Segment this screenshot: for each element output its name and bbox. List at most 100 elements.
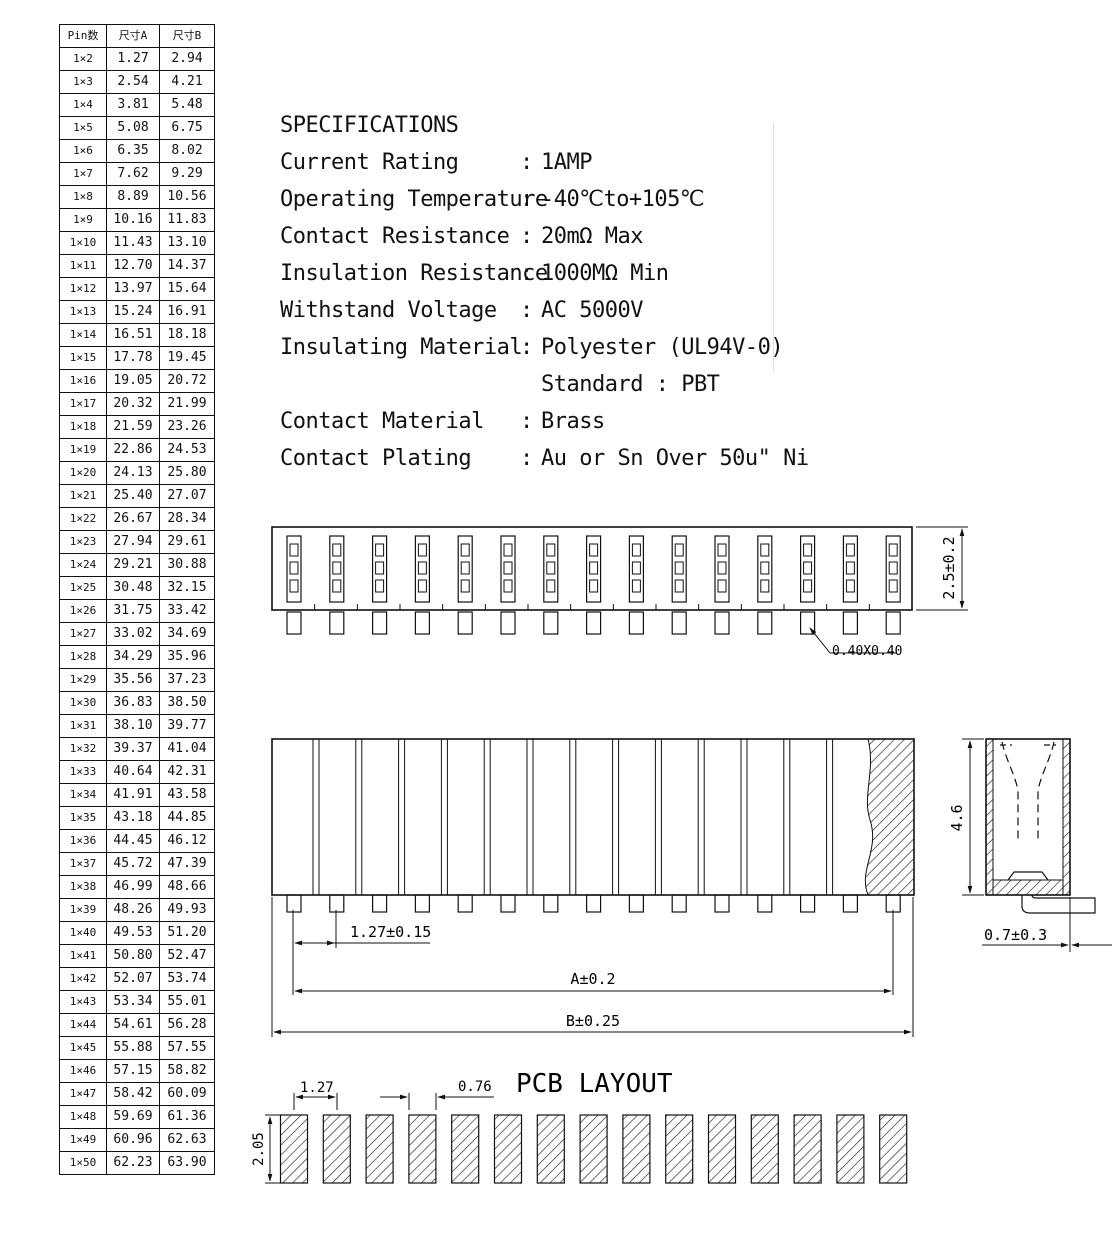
- pcb-pad: [279, 1114, 309, 1184]
- dim-a-cell: 60.96: [106, 1128, 160, 1152]
- pin-count-cell: 1×19: [59, 438, 107, 462]
- dim-b-cell: 52.47: [159, 944, 215, 968]
- pitch-dimension-label: 1.27±0.15: [350, 923, 431, 941]
- spec-label: Insulating Material: [280, 335, 523, 360]
- pin-tail: [628, 611, 645, 635]
- contact-window: [803, 543, 813, 557]
- contact-window: [760, 561, 770, 575]
- pin-count-cell: 1×6: [59, 139, 107, 163]
- pin-tail: [286, 894, 302, 913]
- spec-colon: :: [520, 335, 534, 360]
- pcb-layout-title: PCB LAYOUT: [516, 1069, 673, 1099]
- pin-count-cell: 1×47: [59, 1082, 107, 1106]
- dim-a-cell: 62.23: [106, 1151, 160, 1175]
- dim-b-cell: 24.53: [159, 438, 215, 462]
- pin-tail: [329, 611, 345, 635]
- contact-window: [503, 579, 513, 593]
- pcb-pad: [707, 1114, 737, 1184]
- contact-slot: [414, 535, 430, 603]
- front-view: 2.5±0.2 0.40X0.40: [271, 526, 968, 659]
- pcb-pad: [579, 1114, 608, 1184]
- pin-count-cell: 1×15: [59, 346, 107, 370]
- pin-count-cell: 1×40: [59, 921, 107, 945]
- pin-tail: [500, 894, 516, 913]
- contact-window: [460, 561, 470, 575]
- contact-slot: [799, 535, 816, 603]
- pin-tail: [286, 611, 302, 635]
- pcb-pad: [793, 1114, 822, 1184]
- end-section-view: 4.6 0.7±0.3: [948, 738, 1112, 952]
- pcb-pad: [536, 1114, 565, 1184]
- spec-row: Contact Resistance:20mΩ Max: [280, 218, 643, 255]
- dim-a-cell: 52.07: [106, 967, 160, 991]
- contact-window: [888, 579, 898, 593]
- contact-window: [589, 579, 599, 593]
- dim-b-cell: 33.42: [159, 599, 215, 623]
- contact-window: [845, 561, 855, 575]
- dim-b-cell: 4.21: [159, 70, 215, 94]
- front-slots: [271, 535, 913, 610]
- pin-tail: [457, 611, 473, 635]
- spec-colon: :: [520, 298, 534, 323]
- dim-a-cell: 7.62: [106, 162, 160, 186]
- pin-tail: [671, 611, 687, 635]
- spec-label: Insulation Resistance: [280, 261, 548, 286]
- dim-a-cell: 20.32: [106, 392, 160, 416]
- contact-window: [503, 561, 513, 575]
- pin-count-cell: 1×9: [59, 208, 107, 232]
- pcb-pad-height-label: 2.05: [251, 1132, 267, 1166]
- pcb-pad: [365, 1114, 394, 1184]
- spec-label: Operating Temperature: [280, 187, 548, 212]
- dim-a-cell: 49.53: [106, 921, 160, 945]
- dim-a-cell: 45.72: [106, 852, 160, 876]
- dim-b-cell: 15.64: [159, 277, 215, 301]
- spec-label: Withstand Voltage: [280, 298, 497, 323]
- contact-window: [332, 543, 342, 557]
- pin-count-cell: 1×49: [59, 1128, 107, 1152]
- pin-count-cell: 1×10: [59, 231, 107, 255]
- specifications-title: SPECIFICATIONS: [280, 113, 459, 138]
- dim-b-cell: 14.37: [159, 254, 215, 278]
- height-dimension-label: 2.5±0.2: [940, 536, 958, 599]
- dim-a-cell: 54.61: [106, 1013, 160, 1037]
- dim-a-cell: 26.67: [106, 507, 160, 531]
- pin-count-cell: 1×23: [59, 530, 107, 554]
- dim-b-cell: 61.36: [159, 1105, 215, 1129]
- pin-count-cell: 1×48: [59, 1105, 107, 1129]
- contact-window: [289, 561, 299, 575]
- dim-b-cell: 5.48: [159, 93, 215, 117]
- contact-slot: [329, 535, 345, 603]
- dim-b-cell: 10.56: [159, 185, 215, 209]
- contact-window: [589, 561, 599, 575]
- pcb-pad: [879, 1114, 908, 1184]
- contact-window: [546, 579, 556, 593]
- contact-slot: [372, 535, 388, 603]
- pin-count-cell: 1×11: [59, 254, 107, 278]
- contact-window: [375, 579, 385, 593]
- dim-a-cell: 5.08: [106, 116, 160, 140]
- dim-a-cell: 50.80: [106, 944, 160, 968]
- dim-b-cell: 46.12: [159, 829, 215, 853]
- contact-window: [888, 543, 898, 557]
- dim-b-cell: 58.82: [159, 1059, 215, 1083]
- dim-b-cell: 51.20: [159, 921, 215, 945]
- pcb-pad: [408, 1114, 437, 1184]
- contact-slot: [757, 535, 773, 603]
- contact-window: [845, 579, 855, 593]
- contact-window: [503, 543, 513, 557]
- pin-tail: [714, 894, 730, 913]
- pin-tail: [457, 894, 473, 913]
